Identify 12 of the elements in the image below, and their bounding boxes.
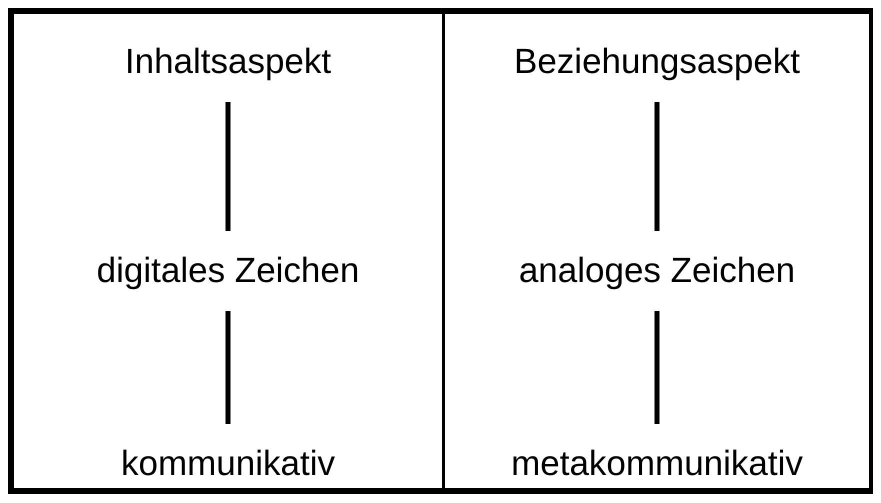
node-label: digitales Zeichen [96, 251, 360, 291]
column-panel [8, 8, 445, 494]
connector-line [654, 102, 660, 231]
connector-line [654, 311, 660, 424]
node-label: Beziehungsaspekt [514, 42, 800, 82]
node-label: kommunikativ [121, 444, 335, 484]
connector-line [226, 311, 230, 424]
node-label: analoges Zeichen [518, 251, 796, 291]
node-label: Inhaltsaspekt [124, 42, 332, 82]
column-panel [445, 8, 873, 494]
connector-line [226, 102, 230, 231]
node-label: metakommunikativ [511, 444, 803, 484]
